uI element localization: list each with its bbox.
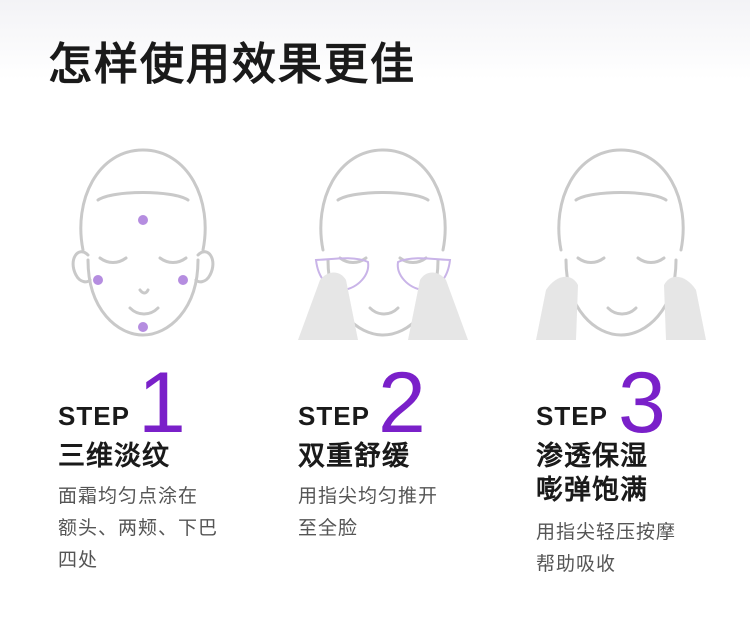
step-description-line: 用指尖均匀推开 (298, 485, 439, 507)
face-illustration-dots-icon (71, 148, 215, 337)
step-heading: 嘭弹饱满 (536, 475, 648, 506)
step-description-line: 额头、两颊、下巴 (58, 517, 219, 539)
step-description-line: 四处 (58, 549, 99, 571)
step-description-line: 帮助吸收 (536, 553, 617, 575)
face-illustration-hands-icon (298, 148, 468, 340)
step-3-title-row: STEP 3 (536, 360, 750, 446)
step-description-line: 至全脸 (298, 517, 359, 539)
page-title: 怎样使用效果更佳 (48, 39, 416, 90)
step-2-title-row: STEP 2 (298, 360, 528, 446)
step-number: 3 (618, 355, 666, 451)
step-heading: 三维淡纹 (58, 441, 170, 472)
step-heading: 渗透保湿 (536, 441, 648, 472)
step-2: STEP 2 双重舒缓 用指尖均匀推开 至全脸 (298, 0, 528, 618)
step-number: 1 (138, 355, 186, 451)
step-label: STEP (536, 401, 608, 431)
step-1-title-row: STEP 1 (58, 360, 288, 446)
step-label: STEP (298, 401, 370, 431)
step-description-line: 用指尖轻压按摩 (536, 521, 677, 543)
step-label: STEP (58, 401, 130, 431)
step-heading: 双重舒缓 (298, 441, 410, 472)
header-shade (0, 0, 750, 80)
face-illustration-press-icon (536, 148, 706, 340)
step-description-line: 面霜均匀点涂在 (58, 485, 199, 507)
step-1: STEP 1 三维淡纹 面霜均匀点涂在 额头、两颊、下巴 四处 (58, 0, 288, 618)
step-number: 2 (378, 355, 426, 451)
step-3: STEP 3 渗透保湿 嘭弹饱满 用指尖轻压按摩 帮助吸收 (536, 0, 750, 618)
